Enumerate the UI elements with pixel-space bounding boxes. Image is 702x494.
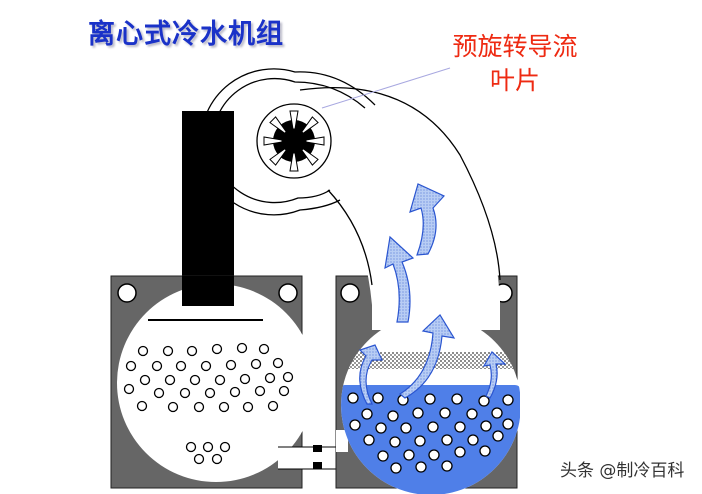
- guide-vane-label-line1: 预旋转导流: [452, 32, 578, 61]
- watermark: 头条 @制冷百科: [560, 461, 685, 481]
- label-leader-line: [321, 67, 451, 109]
- impeller: [263, 110, 325, 172]
- evaporator-vessel: [335, 275, 521, 494]
- diagram-title: 离心式冷水机组: [88, 19, 284, 50]
- condenser-vessel: [110, 275, 315, 489]
- guide-vane-label-line2: 叶片: [489, 66, 540, 95]
- guide-vane-label: 预旋转导流 叶片: [440, 30, 590, 98]
- compressor-volute: [200, 68, 376, 216]
- flow-arrows: [358, 183, 507, 405]
- discharge-pipe: [182, 111, 234, 281]
- expansion-pipe: [278, 445, 350, 470]
